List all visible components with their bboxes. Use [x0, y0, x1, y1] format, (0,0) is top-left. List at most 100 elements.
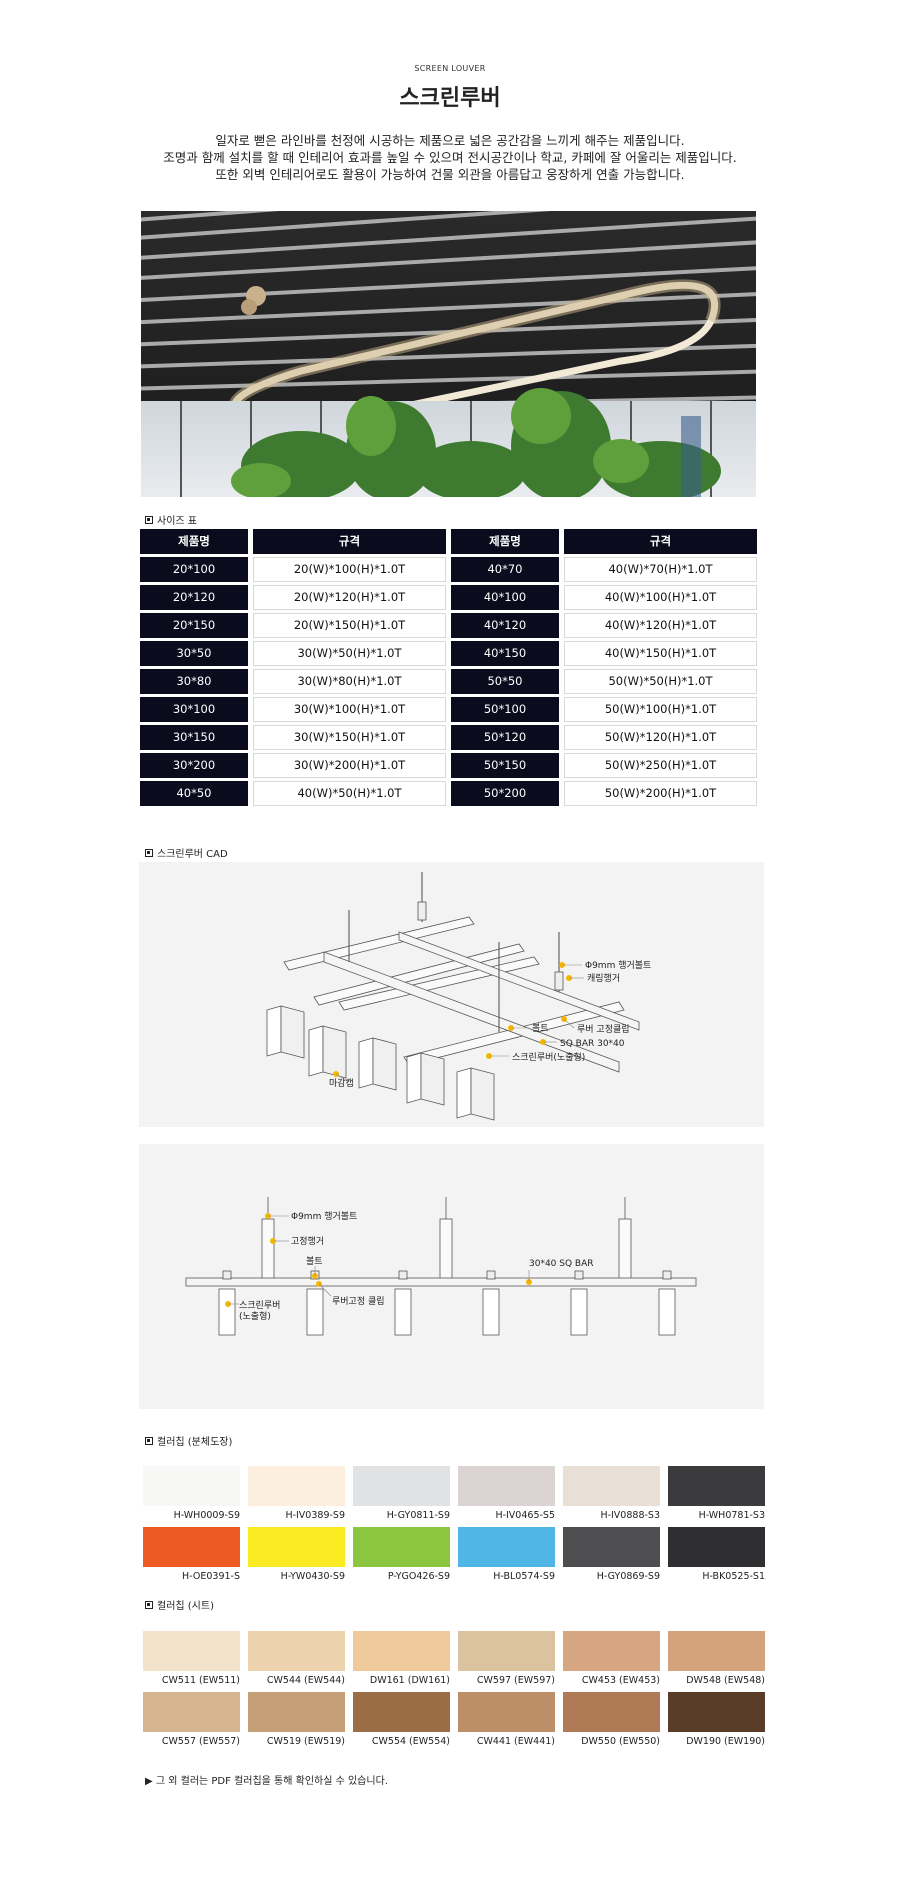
spec-cell: 30(W)*50(H)*1.0T [253, 641, 446, 666]
product-name-cell: 20*150 [140, 613, 248, 638]
color-swatch [248, 1631, 345, 1671]
color-swatch [353, 1631, 450, 1671]
label-carrying-hanger: 캐링행거 [587, 972, 620, 984]
header-cell: 제품명 [140, 529, 248, 554]
color-code: DW190 (EW190) [686, 1736, 765, 1747]
color-swatch [563, 1527, 660, 1567]
spec-cell: 40(W)*150(H)*1.0T [564, 641, 757, 666]
footnote: ▶ 그 외 컬러는 PDF 컬러칩을 통해 확인하실 수 있습니다. [145, 1776, 388, 1787]
color-chip: CW519 (EW519) [248, 1692, 345, 1747]
color-swatch [143, 1466, 240, 1506]
product-name-cell: 50*120 [451, 725, 559, 750]
square-bullet-icon [145, 849, 153, 857]
color-swatch [143, 1692, 240, 1732]
color-swatch [143, 1631, 240, 1671]
color-chip: CW511 (EW511) [143, 1631, 240, 1686]
intro-text: 일자로 뻗은 라인바를 천정에 시공하는 제품으로 넓은 공간감을 느끼게 해주… [0, 132, 900, 183]
size-table-label-text: 사이즈 표 [157, 516, 197, 527]
color-code: H-BK0525-S1 [702, 1571, 765, 1582]
color-chip: P-YGO426-S9 [353, 1527, 450, 1582]
color-swatch [248, 1692, 345, 1732]
page-title: 스크린루버 [399, 86, 501, 111]
square-bullet-icon [145, 1601, 153, 1609]
intro-line: 조명과 함께 설치를 할 때 인테리어 효과를 높일 수 있으며 전시공간이나 … [163, 150, 737, 165]
label-louver-clip: 루버 고정클립 [577, 1024, 630, 1035]
spec-cell: 20(W)*120(H)*1.0T [253, 585, 446, 610]
spec-cell: 40(W)*100(H)*1.0T [564, 585, 757, 610]
product-name-cell: 30*200 [140, 753, 248, 778]
spec-cell: 50(W)*120(H)*1.0T [564, 725, 757, 750]
label-side-screen-louver: 스크린루버 [239, 1300, 280, 1311]
spec-cell: 30(W)*200(H)*1.0T [253, 753, 446, 778]
header-cell: 제품명 [451, 529, 559, 554]
label-side-hanger-bolt: Φ9mm 행거볼트 [291, 1210, 357, 1222]
color-code: CW597 (EW597) [476, 1675, 555, 1686]
label-end-cap: 마감캡 [329, 1077, 354, 1089]
sheet-color-grid: CW511 (EW511)CW544 (EW544) DW161 (DW161) C… [143, 1631, 765, 1747]
spec-cell: 40(W)*120(H)*1.0T [564, 613, 757, 638]
color-chip: CW441 (EW441) [458, 1692, 555, 1747]
color-chip: DW548 (EW548) [668, 1631, 765, 1686]
color-code: H-GY0869-S9 [596, 1571, 660, 1582]
color-code: H-YW0430-S9 [280, 1571, 345, 1582]
color-swatch [353, 1527, 450, 1567]
sheet-colors-label: 컬러칩 (시트) [145, 1597, 214, 1612]
color-code: DW161 (DW161) [369, 1675, 450, 1686]
color-chip: CW453 (EW453) [563, 1631, 660, 1686]
label-side-screen-louver-type: (노출형) [239, 1311, 271, 1322]
spec-cell: 30(W)*80(H)*1.0T [253, 669, 446, 694]
color-code: H-WH0781-S3 [698, 1510, 765, 1521]
intro-line: 일자로 뻗은 라인바를 천정에 시공하는 제품으로 넓은 공간감을 느끼게 해주… [215, 133, 685, 148]
color-code: H-IV0389-S9 [285, 1510, 345, 1521]
color-code: CW519 (EW519) [266, 1736, 345, 1747]
spec-cell: 50(W)*50(H)*1.0T [564, 669, 757, 694]
color-swatch [458, 1631, 555, 1671]
product-name-cell: 40*50 [140, 781, 248, 806]
product-name-cell: 50*150 [451, 753, 559, 778]
header-cell: 규격 [253, 529, 446, 554]
header-cell: 규격 [564, 529, 757, 554]
product-name-cell: 50*200 [451, 781, 559, 806]
color-code: H-OE0391-S [182, 1571, 240, 1582]
color-code: DW550 (EW550) [581, 1736, 660, 1747]
color-swatch [458, 1692, 555, 1732]
product-name-cell: 50*100 [451, 697, 559, 722]
paint-colors-label-text: 컬러칩 (분체도장) [157, 1437, 233, 1448]
color-swatch [563, 1692, 660, 1732]
color-swatch [563, 1631, 660, 1671]
color-chip: H-OE0391-S [143, 1527, 240, 1582]
spec-cell: 30(W)*150(H)*1.0T [253, 725, 446, 750]
color-swatch [248, 1527, 345, 1567]
sheet-colors-label-text: 컬러칩 (시트) [157, 1601, 214, 1612]
color-chip: CW544 (EW544) [248, 1631, 345, 1686]
color-swatch [668, 1527, 765, 1567]
cad-label: 스크린루버 CAD [145, 845, 228, 860]
label-side-louver-clip: 루버고정 클립 [332, 1296, 385, 1307]
color-chip: CW597 (EW597) [458, 1631, 555, 1686]
product-name-cell: 30*100 [140, 697, 248, 722]
color-swatch [248, 1466, 345, 1506]
product-name-cell: 40*120 [451, 613, 559, 638]
product-name-cell: 40*100 [451, 585, 559, 610]
product-name-cell: 20*120 [140, 585, 248, 610]
color-code: CW557 (EW557) [161, 1736, 240, 1747]
cad-side-drawing: Φ9mm 행거볼트 고정행거 볼트 루버고정 클립 30*40 SQ BAR 스… [139, 1144, 764, 1409]
spec-cell: 50(W)*250(H)*1.0T [564, 753, 757, 778]
spec-cell: 50(W)*200(H)*1.0T [564, 781, 757, 806]
product-name-cell: 40*70 [451, 557, 559, 582]
product-photo [141, 211, 756, 497]
label-side-fixed-hanger: 고정행거 [291, 1235, 324, 1247]
color-chip: H-IV0389-S9 [248, 1466, 345, 1521]
color-chip: H-YW0430-S9 [248, 1527, 345, 1582]
color-swatch [143, 1527, 240, 1567]
color-swatch [458, 1527, 555, 1567]
label-side-sq-bar: 30*40 SQ BAR [529, 1259, 594, 1269]
product-name-cell: 50*50 [451, 669, 559, 694]
